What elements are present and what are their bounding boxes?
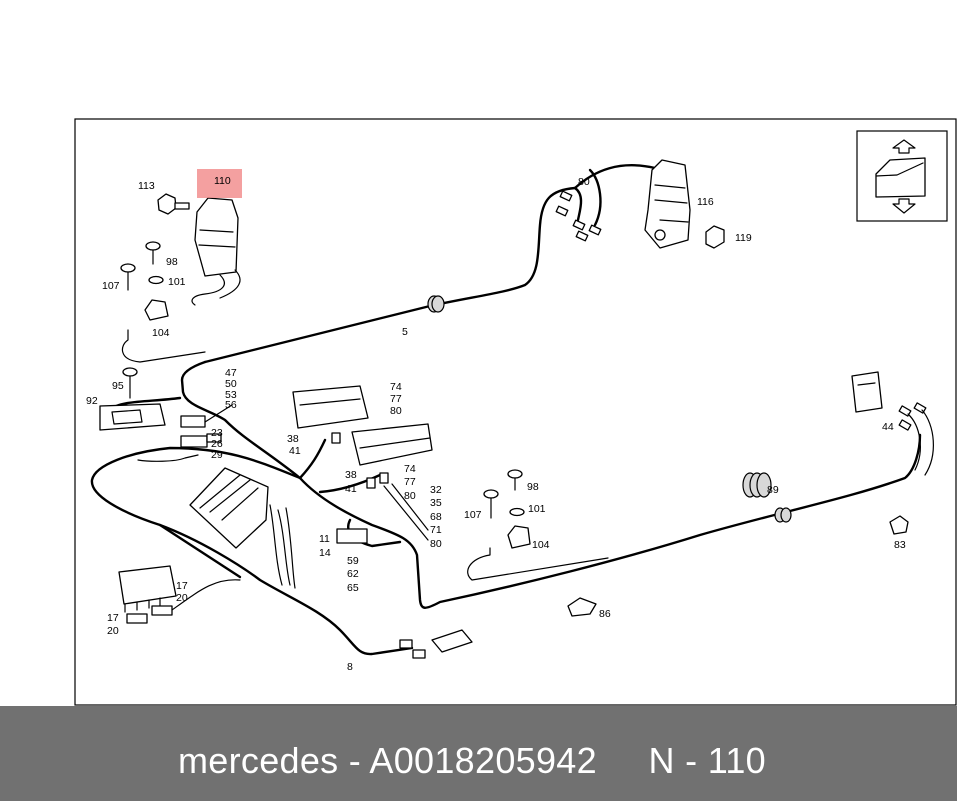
label-47: 47 xyxy=(225,367,237,379)
sensor-83 xyxy=(889,515,909,535)
label-104a: 104 xyxy=(152,327,170,339)
label-71: 71 xyxy=(430,524,442,536)
label-20a: 20 xyxy=(176,592,188,604)
label-20b: 20 xyxy=(107,625,119,637)
brand-name: mercedes xyxy=(178,740,339,781)
screw-119 xyxy=(705,225,725,249)
label-29: 29 xyxy=(211,449,223,461)
label-5: 5 xyxy=(402,326,408,338)
label-101b: 101 xyxy=(528,503,546,515)
screw-107b xyxy=(483,489,499,519)
footer-separator: - xyxy=(348,740,362,781)
control-unit-38a xyxy=(292,385,369,429)
position-separator: - xyxy=(685,740,698,781)
grommet-5 xyxy=(427,295,445,313)
label-8: 8 xyxy=(347,661,353,673)
position-prefix: N xyxy=(648,740,675,781)
label-26: 26 xyxy=(211,438,223,450)
label-80b: 80 xyxy=(390,405,402,417)
bracket-104a xyxy=(121,299,206,363)
label-92: 92 xyxy=(86,395,98,407)
connector-47 xyxy=(180,415,206,428)
label-95: 95 xyxy=(112,380,124,392)
screw-98a xyxy=(145,241,161,265)
connectors-80a xyxy=(555,190,602,242)
motor-116 xyxy=(644,159,691,249)
wiring-diagram: 110 113 98 101 107 104 80 116 119 5 95 9… xyxy=(74,118,957,706)
label-107b: 107 xyxy=(464,509,482,521)
seat-adjust-icon xyxy=(856,130,948,222)
part-number: A0018205942 xyxy=(369,740,597,781)
label-80d: 80 xyxy=(430,538,442,550)
grommet-main xyxy=(774,507,792,523)
label-38a: 38 xyxy=(287,433,299,445)
label-44: 44 xyxy=(882,421,894,433)
label-65: 65 xyxy=(347,582,359,594)
grommet-89 xyxy=(742,472,772,498)
connectors-44 xyxy=(898,402,934,476)
washer-101b xyxy=(509,507,525,517)
label-89: 89 xyxy=(767,484,779,496)
motor-110 xyxy=(191,197,241,306)
screw-107a xyxy=(120,263,136,291)
label-113: 113 xyxy=(138,180,155,192)
label-14: 14 xyxy=(319,547,331,559)
clip-86 xyxy=(567,597,597,617)
bracket-92 xyxy=(99,367,166,431)
label-32: 32 xyxy=(430,484,442,496)
harness-main xyxy=(90,164,922,656)
label-62: 62 xyxy=(347,568,359,580)
label-35: 35 xyxy=(430,497,442,509)
label-11: 11 xyxy=(319,533,330,545)
connector-11 xyxy=(336,528,368,544)
label-17a: 17 xyxy=(176,580,188,592)
footer-caption: mercedes - A0018205942 N - 110 xyxy=(178,740,766,782)
label-77b: 77 xyxy=(404,476,416,488)
label-101a: 101 xyxy=(168,276,186,288)
label-59: 59 xyxy=(347,555,359,567)
label-77a: 77 xyxy=(390,393,402,405)
label-80c: 80 xyxy=(404,490,416,502)
bracket-104b xyxy=(467,525,609,581)
position-number: 110 xyxy=(707,740,766,781)
label-68: 68 xyxy=(430,511,442,523)
label-116: 116 xyxy=(697,196,714,208)
label-110: 110 xyxy=(214,175,231,187)
connector-8 xyxy=(399,629,473,659)
label-98a: 98 xyxy=(166,256,178,268)
relay-17 xyxy=(118,565,177,613)
label-74b: 74 xyxy=(404,463,416,475)
label-50: 50 xyxy=(225,378,237,390)
label-38b: 38 xyxy=(345,469,357,481)
label-53: 53 xyxy=(225,389,237,401)
washer-101a xyxy=(148,275,164,285)
module-center xyxy=(189,467,269,549)
control-unit-38b xyxy=(351,423,433,466)
label-86: 86 xyxy=(599,608,611,620)
label-98b: 98 xyxy=(527,481,539,493)
label-41b: 41 xyxy=(345,483,357,495)
label-23: 23 xyxy=(211,427,223,439)
label-41a: 41 xyxy=(289,445,301,457)
label-56: 56 xyxy=(225,399,237,411)
label-104b: 104 xyxy=(532,539,550,551)
label-80a: 80 xyxy=(578,176,590,188)
connector-23 xyxy=(180,435,208,448)
switch-44 xyxy=(851,371,883,413)
screw-98b xyxy=(507,469,523,491)
label-107a: 107 xyxy=(102,280,120,292)
footer-bar: mercedes - A0018205942 N - 110 xyxy=(0,706,957,801)
label-74a: 74 xyxy=(390,381,402,393)
highlight-110 xyxy=(197,169,242,198)
label-17b: 17 xyxy=(107,612,119,624)
label-83: 83 xyxy=(894,539,906,551)
screw-113 xyxy=(157,193,190,215)
label-119: 119 xyxy=(735,232,752,244)
